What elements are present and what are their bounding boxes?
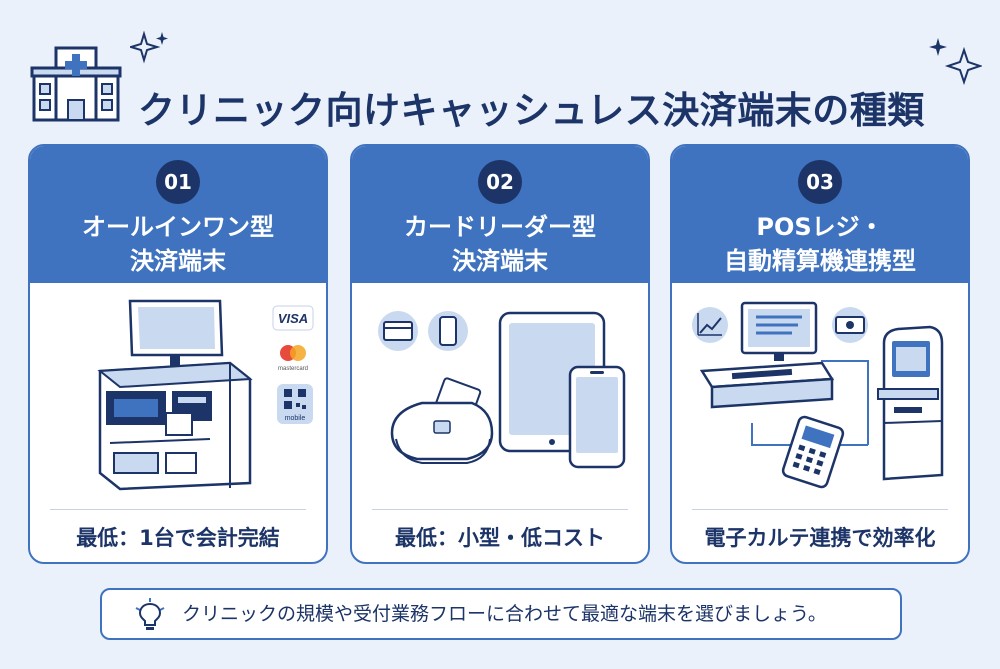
sparkle-icon xyxy=(127,30,172,76)
card-header: 02 カードリーダー型 決済端末 xyxy=(352,146,648,283)
kiosk-terminal-icon xyxy=(97,299,253,491)
card-title: POSレジ・ 自動精算機連携型 xyxy=(724,213,916,275)
cash-icon xyxy=(832,307,868,343)
card-footer: 最低：小型・低コスト xyxy=(395,526,605,550)
lightbulb-icon xyxy=(132,598,168,636)
clinic-building-icon xyxy=(30,42,122,128)
svg-text:mastercard: mastercard xyxy=(278,366,308,372)
page-title: クリニック向けキャッシュレス決済端末の種類 xyxy=(138,89,925,132)
card-illustration xyxy=(672,283,968,509)
credit-card-icon xyxy=(378,311,418,351)
divider xyxy=(50,509,306,510)
header: クリニック向けキャッシュレス決済端末の種類 xyxy=(0,30,1000,140)
pos-register-icon xyxy=(699,301,835,409)
card-illustration xyxy=(352,283,648,509)
card-number: 01 xyxy=(156,160,200,204)
card-title: オールインワン型 決済端末 xyxy=(82,213,274,275)
card-footer: 電子カルテ連携で効率化 xyxy=(704,526,936,550)
card-header: 03 POSレジ・ 自動精算機連携型 xyxy=(672,146,968,283)
smartphone-icon xyxy=(568,365,626,469)
card-card-reader: 02 カードリーダー型 決済端末 xyxy=(350,144,650,564)
self-checkout-kiosk-icon xyxy=(877,325,944,481)
divider xyxy=(372,509,628,510)
card-number: 02 xyxy=(478,160,522,204)
card-title: カードリーダー型 決済端末 xyxy=(404,213,596,275)
card-pos-kiosk: 03 POSレジ・ 自動精算機連携型 xyxy=(670,144,970,564)
card-header: 01 オールインワン型 決済端末 xyxy=(30,146,326,283)
smartphone-icon xyxy=(428,311,468,351)
card-footer: 最低：1台で会計完結 xyxy=(76,526,280,550)
card-illustration: VISA mastercard mobile xyxy=(30,283,326,509)
tip-box: クリニックの規模や受付業務フローに合わせて最適な端末を選びましょう。 xyxy=(100,588,902,640)
svg-text:mobile: mobile xyxy=(285,415,306,422)
tip-text: クリニックの規模や受付業務フローに合わせて最適な端末を選びましょう。 xyxy=(182,603,827,625)
card-reader-icon xyxy=(390,377,494,464)
card-number: 03 xyxy=(798,160,842,204)
svg-text:VISA: VISA xyxy=(278,311,308,326)
card-all-in-one: 01 オールインワン型 決済端末 VISA m xyxy=(28,144,328,564)
chart-icon xyxy=(692,307,728,343)
payment-terminal-icon xyxy=(781,415,845,489)
divider xyxy=(692,509,948,510)
sparkle-icon xyxy=(928,36,984,94)
